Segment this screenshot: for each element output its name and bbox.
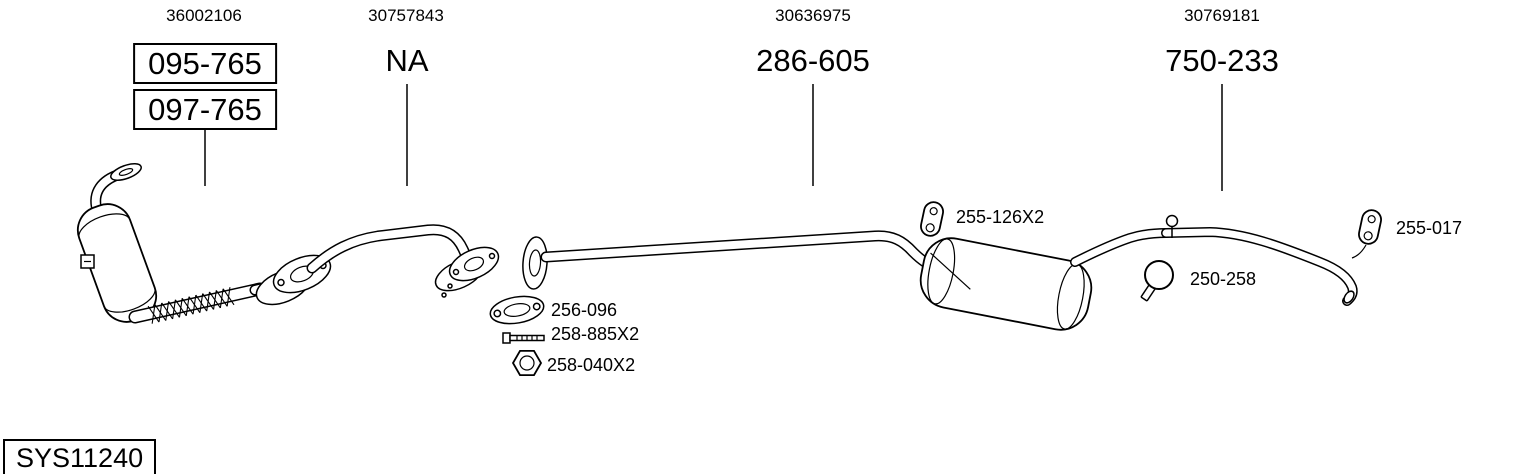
part-label-286-605[interactable]: 286-605 bbox=[756, 43, 870, 78]
tailpipe-tip bbox=[1343, 290, 1355, 304]
front-joint-flange bbox=[255, 254, 332, 306]
oe-number-30636975: 30636975 bbox=[775, 6, 851, 25]
sensor-port bbox=[80, 254, 95, 269]
center-pipe-flange bbox=[522, 236, 548, 290]
callout-clamp[interactable]: 250-258 bbox=[1190, 269, 1257, 289]
system-code-badge: SYS11240 bbox=[3, 439, 157, 474]
callout-gasket[interactable]: 256-096 bbox=[551, 300, 618, 320]
muffler bbox=[919, 237, 1093, 331]
part-label-097-765[interactable]: 097-765 bbox=[133, 89, 277, 130]
part-label-750-233[interactable]: 750-233 bbox=[1165, 43, 1279, 78]
clamp-icon bbox=[1140, 260, 1174, 302]
callout-rear-hanger[interactable]: 255-017 bbox=[1396, 218, 1463, 238]
intermediate-pipe bbox=[306, 224, 475, 274]
oe-number-36002106: 36002106 bbox=[166, 6, 242, 25]
gasket-icon bbox=[489, 295, 545, 325]
center-hanger-icon bbox=[920, 201, 944, 237]
part-label-na[interactable]: NA bbox=[385, 43, 429, 78]
pipe-bracket bbox=[1165, 214, 1179, 238]
rear-hanger-icon bbox=[1351, 209, 1382, 259]
mid-joint-flange bbox=[434, 246, 500, 298]
muffler-outlet-pipe bbox=[1070, 228, 1171, 267]
callout-nut[interactable]: 258-040X2 bbox=[547, 355, 636, 375]
center-pipe bbox=[540, 230, 944, 275]
oe-number-30769181: 30769181 bbox=[1184, 6, 1260, 25]
flex-pipe bbox=[128, 282, 267, 324]
callout-bolt[interactable]: 258-885X2 bbox=[551, 324, 640, 344]
nut-icon bbox=[511, 349, 543, 377]
flex-braid bbox=[147, 287, 235, 324]
front-flange bbox=[110, 163, 142, 181]
bolt-icon bbox=[502, 332, 545, 344]
rear-pipe bbox=[1161, 227, 1358, 306]
part-label-095-765[interactable]: 095-765 bbox=[133, 43, 277, 84]
callout-center-hanger[interactable]: 255-126X2 bbox=[956, 207, 1045, 227]
oe-number-30757843: 30757843 bbox=[368, 6, 444, 25]
